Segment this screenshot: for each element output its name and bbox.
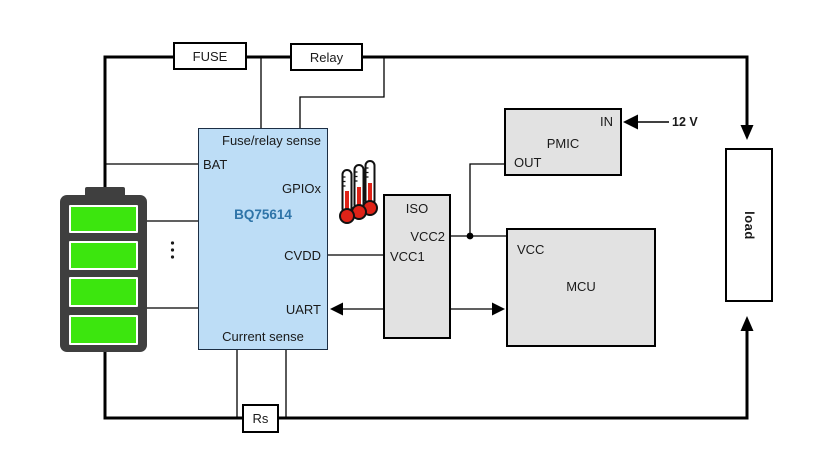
relay-label: Relay (309, 49, 344, 65)
wire-pmic-out (469, 163, 504, 236)
pin-bat: BAT (203, 157, 228, 172)
arrowhead-into-pmic-in (623, 114, 638, 130)
load-block: load (725, 148, 773, 302)
shunt-rs-block: Rs (242, 404, 279, 433)
pin-fuse-relay-sense: Fuse/relay sense (222, 133, 321, 148)
wire-power-bottom (103, 330, 749, 420)
relay-block: Relay (290, 43, 363, 71)
mcu-block: VCC MCU (506, 228, 656, 347)
pmic-block: IN PMIC OUT (504, 108, 622, 176)
battery-terminal-nub (85, 187, 125, 198)
wire-relay-sense (299, 57, 385, 128)
pin-gpiox: GPIOx (281, 181, 321, 196)
arrowhead-into-load-top (740, 125, 754, 140)
arrowhead-into-mcu (492, 302, 505, 316)
pin-vcc: VCC (517, 242, 545, 257)
battery-cell (69, 241, 138, 270)
mcu-label: MCU (566, 279, 596, 294)
pin-vcc1: VCC1 (390, 249, 425, 264)
load-label: load (741, 210, 757, 240)
pin-uart: UART (285, 302, 321, 317)
pin-cvdd: CVDD (284, 248, 321, 263)
more-cells-ellipsis (170, 241, 175, 259)
bms-block: Fuse/relay sense BAT GPIOx BQ75614 CVDD … (198, 128, 328, 350)
bms-part-number: BQ75614 (234, 207, 292, 222)
pin-in: IN (600, 114, 613, 129)
battery-icon (60, 195, 147, 352)
battery-cell (69, 315, 138, 345)
thermometer-icon (339, 160, 378, 224)
fuse-label: FUSE (192, 48, 228, 64)
pin-vcc2: VCC2 (410, 229, 445, 244)
fuse-block: FUSE (173, 42, 247, 70)
shunt-label: Rs (252, 411, 269, 426)
arrowhead-into-load-bottom (740, 316, 754, 331)
iso-label: ISO (405, 201, 429, 216)
supply-12v-label: 12 V (672, 115, 698, 129)
arrowhead-into-uart (330, 302, 343, 316)
battery-cell (69, 205, 138, 233)
pin-current-sense: Current sense (222, 329, 304, 344)
pin-out: OUT (514, 155, 542, 170)
iso-block: ISO VCC2 VCC1 (383, 194, 451, 339)
battery-cell (69, 277, 138, 307)
wire-power-top (103, 55, 749, 192)
pmic-label: PMIC (546, 136, 580, 151)
